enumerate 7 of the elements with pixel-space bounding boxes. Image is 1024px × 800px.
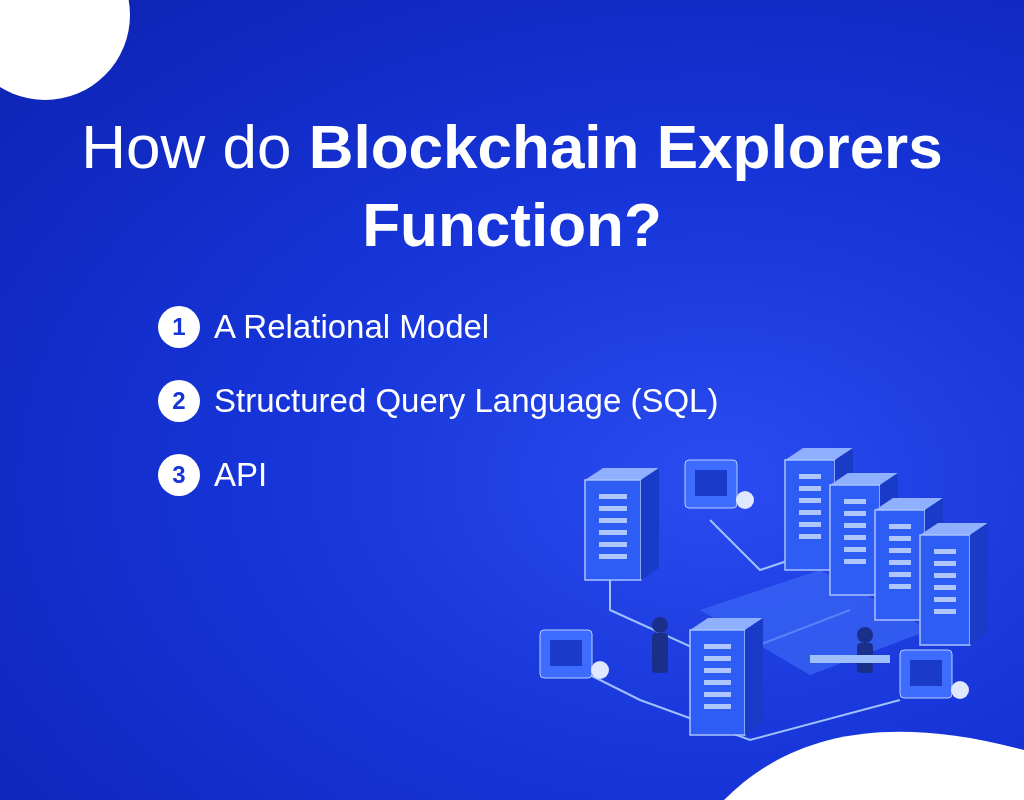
- number-badge: 2: [158, 380, 200, 422]
- number-badge: 1: [158, 306, 200, 348]
- list-item: Structured Query Language (SQL): [214, 382, 719, 420]
- list-item: A Relational Model: [214, 308, 490, 346]
- list-item: API: [214, 456, 268, 494]
- number-badge: 3: [158, 454, 200, 496]
- title: How do Blockchain Explorers Function?: [80, 111, 944, 261]
